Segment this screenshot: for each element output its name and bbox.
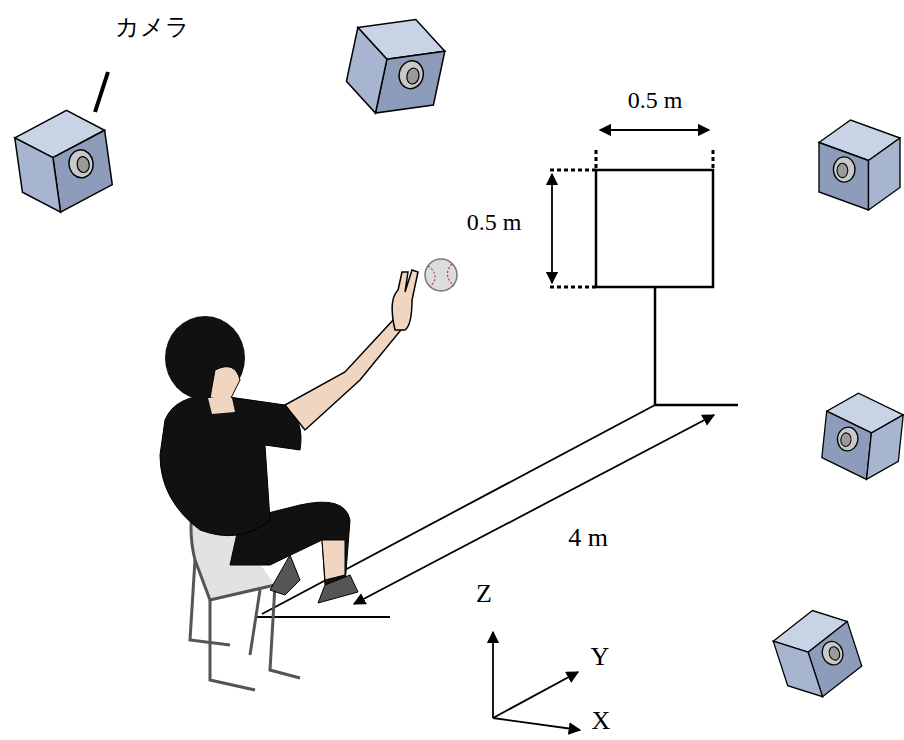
leader-line: [95, 72, 108, 112]
camera: [819, 120, 900, 210]
dimension-label: 0.5 m: [628, 87, 683, 113]
person: [160, 270, 418, 603]
axis-label: Z: [476, 580, 492, 609]
camera: [768, 601, 867, 705]
ball: [425, 259, 457, 291]
axis-label: X: [592, 707, 611, 736]
dimension-label: 4 m: [568, 524, 608, 553]
camera: [12, 105, 115, 217]
camera: [820, 390, 904, 483]
target-square: [596, 170, 713, 287]
camera-label: カメラ: [115, 14, 190, 40]
axis-label: Y: [591, 643, 610, 672]
dimension-label: 0.5 m: [467, 209, 522, 235]
camera: [341, 8, 450, 125]
